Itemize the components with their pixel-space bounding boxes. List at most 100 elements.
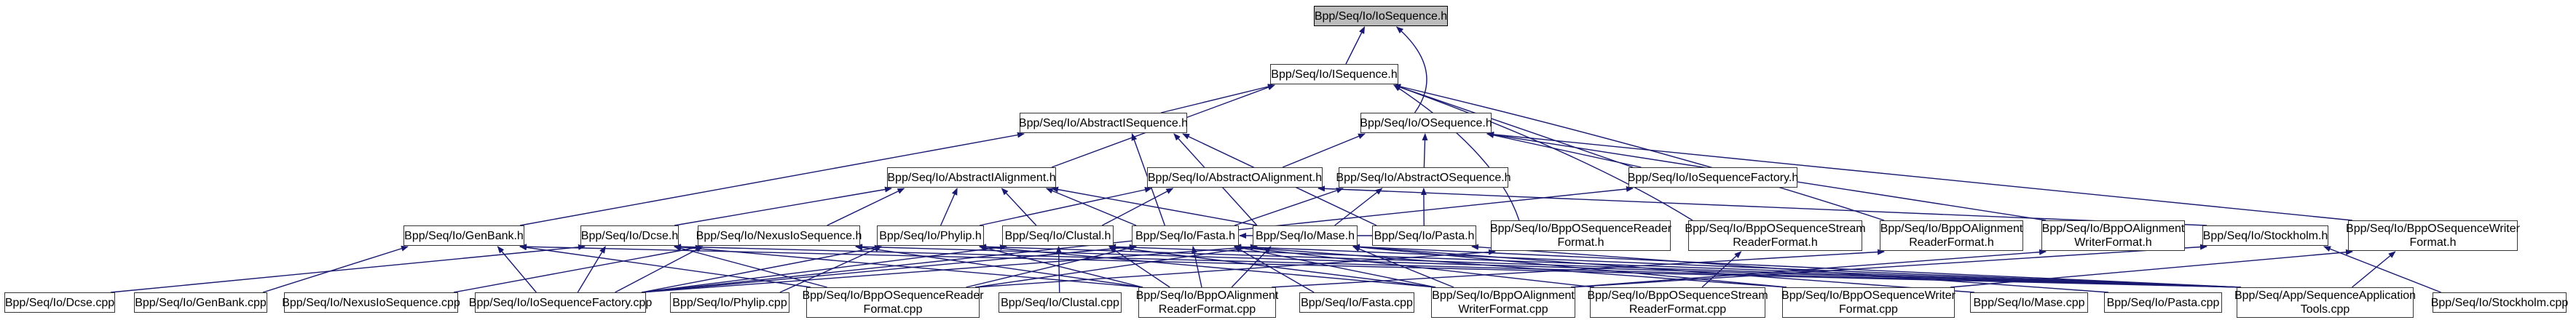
node-phylip-h[interactable]: Bpp/Seq/Io/Phylip.h: [877, 225, 984, 246]
node-seqapp-cpp[interactable]: Bpp/Seq/App/SequenceApplication Tools.cp…: [2234, 287, 2416, 318]
edge-nexus-cpp-to-nexus-h: [453, 244, 703, 293]
edge-seqapp-cpp-to-phylip-h: [979, 244, 2242, 288]
edge-bppo-align-writer-cpp-to-fasta-h: [1234, 244, 1436, 288]
edge-abstract-oseq-to-oseq: [1422, 133, 1428, 168]
node-bppo-seq-writer-h[interactable]: Bpp/Seq/Io/BppOSequenceWriter Format.h: [2346, 220, 2520, 251]
edge-bppo-align-writer-cpp-to-phylip-h: [979, 244, 1436, 288]
node-clustal-h[interactable]: Bpp/Seq/Io/Clustal.h: [1002, 225, 1114, 246]
node-abstract-oseq[interactable]: Bpp/Seq/Io/AbstractOSequence.h: [1336, 167, 1511, 188]
edge-bppo-align-reader-cpp-to-dcse-h: [674, 244, 1143, 288]
edge-clustal-cpp-to-clustal-h: [1055, 246, 1062, 293]
edge-bppo-seq-reader-cpp-to-genbank-h: [519, 244, 811, 288]
edge-seqapp-cpp-to-nexus-h: [855, 244, 2242, 288]
edge-abstract-iseq-to-iseq: [1161, 84, 1275, 113]
edge-factory-to-iseq: [1393, 84, 1634, 168]
node-stockholm-h[interactable]: Bpp/Seq/Io/Stockholm.h: [2202, 225, 2328, 246]
edge-nexus-h-to-abstract-ialign: [827, 188, 905, 226]
edge-fasta-h-to-abstract-oseq: [1234, 188, 1344, 226]
edge-seqapp-cpp-to-bppo-seq-writer-h: [2352, 251, 2396, 288]
edge-bppo-align-reader-cpp-to-fasta-h: [1191, 246, 1202, 288]
edge-bppo-align-reader-cpp-to-phylip-h: [979, 245, 1143, 288]
edge-bppo-align-reader-cpp-to-nexus-h: [855, 244, 1143, 288]
node-factory[interactable]: Bpp/Seq/Io/IoSequenceFactory.h: [1628, 167, 1798, 188]
node-mase-h[interactable]: Bpp/Seq/Io/Mase.h: [1253, 225, 1358, 246]
node-bppo-align-writer-cpp[interactable]: Bpp/Seq/Io/BppOAlignment WriterFormat.cp…: [1431, 287, 1575, 318]
edge-seqapp-cpp-to-dcse-h: [674, 244, 2242, 288]
edge-seqapp-cpp-to-fasta-h: [1234, 244, 2242, 288]
node-bppo-align-reader-h[interactable]: Bpp/Seq/Io/BppOAlignment ReaderFormat.h: [1880, 220, 2023, 251]
edge-factory-cpp-to-nexus-h: [615, 246, 704, 293]
edge-factory-cpp-to-dcse-h: [577, 246, 606, 293]
edge-bppo-seq-reader-cpp-to-fasta-h: [966, 245, 1137, 288]
node-dcse-h[interactable]: Bpp/Seq/Io/Dcse.h: [580, 225, 679, 246]
node-clustal-cpp[interactable]: Bpp/Seq/Io/Clustal.cpp: [999, 292, 1122, 313]
edge-mase-cpp-to-mase-h: [1352, 244, 1975, 293]
edge-bppo-seq-writer-cpp-to-mase-h: [1352, 244, 1787, 288]
node-genbank-cpp[interactable]: Bpp/Seq/Io/GenBank.cpp: [134, 292, 267, 313]
node-mase-cpp[interactable]: Bpp/Seq/Io/Mase.cpp: [1970, 292, 2088, 313]
node-fasta-h[interactable]: Bpp/Seq/Io/Fasta.h: [1132, 225, 1239, 246]
edge-oseq-to-ioseq: [1395, 26, 1427, 113]
edge-bppo-seq-reader-h-to-iseq: [1393, 84, 1520, 221]
node-abstract-ialign[interactable]: Bpp/Seq/Io/AbstractIAlignment.h: [887, 167, 1056, 188]
edge-bppo-seq-reader-cpp-to-dcse-h: [674, 245, 827, 288]
edge-bppo-align-reader-cpp-to-clustal-h: [1108, 246, 1170, 288]
node-bppo-seq-reader-cpp[interactable]: Bpp/Seq/Io/BppOSequenceReader Format.cpp: [802, 287, 984, 318]
edge-stockholm-cpp-to-stockholm-h: [2323, 246, 2441, 293]
edge-factory-cpp-to-clustal-h: [641, 244, 1007, 293]
edge-bppo-seq-writer-h-to-oseq: [1486, 131, 2353, 221]
edge-bppo-seq-reader-cpp-to-mase-h: [974, 244, 1258, 288]
edge-bppo-seq-stream-h-to-iseq: [1393, 84, 1693, 221]
edge-bppo-align-reader-h-to-iseq: [1393, 84, 1885, 221]
edge-seqapp-cpp-to-genbank-h: [519, 244, 2242, 288]
node-nexus-h[interactable]: Bpp/Seq/Io/NexusIoSequence.h: [696, 225, 862, 246]
edge-genbank-h-to-abstract-iseq: [519, 132, 1025, 226]
node-bppo-align-reader-cpp[interactable]: Bpp/Seq/Io/BppOAlignment ReaderFormat.cp…: [1136, 287, 1278, 318]
edge-factory-to-oseq: [1486, 132, 1642, 168]
edge-iseq-to-ioseq: [1345, 26, 1366, 65]
edge-fasta-cpp-to-fasta-h: [1234, 246, 1315, 293]
node-nexus-cpp[interactable]: Bpp/Seq/Io/NexusIoSequence.cpp: [282, 292, 460, 313]
node-factory-cpp[interactable]: Bpp/Seq/Io/IoSequenceFactory.cpp: [469, 292, 652, 313]
edge-bppo-align-writer-cpp-to-clustal-h: [1108, 244, 1436, 288]
node-bppo-align-writer-h[interactable]: Bpp/Seq/Io/BppOAlignment WriterFormat.h: [2041, 220, 2185, 251]
edge-bppo-align-reader-cpp-to-mase-h: [1231, 246, 1272, 288]
edge-factory-cpp-to-fasta-h: [641, 244, 1137, 293]
edge-genbank-cpp-to-genbank-h: [262, 245, 409, 293]
edge-bppo-align-writer-cpp-to-mase-h: [1352, 246, 1454, 288]
node-pasta-h[interactable]: Bpp/Seq/Io/Pasta.h: [1372, 225, 1476, 246]
edge-fasta-h-to-abstract-ialign: [1045, 188, 1137, 226]
edge-phylip-h-to-abstract-oalign: [979, 186, 1152, 226]
node-stockholm-cpp[interactable]: Bpp/Seq/Io/Stockholm.cpp: [2431, 292, 2568, 313]
node-abstract-oalign[interactable]: Bpp/Seq/Io/AbstractOAlignment.h: [1147, 167, 1323, 188]
edge-bppo-align-writer-cpp-to-stockholm-h: [1570, 244, 2207, 288]
edge-dcse-h-to-abstract-ialign: [674, 186, 892, 226]
node-phylip-cpp[interactable]: Bpp/Seq/Io/Phylip.cpp: [670, 292, 789, 313]
edge-seqapp-cpp-to-mase-h: [1352, 244, 2242, 288]
edge-seqapp-cpp-to-clustal-h: [1108, 244, 2242, 288]
edge-bppo-seq-writer-cpp-to-fasta-h: [1234, 244, 1787, 288]
node-iseq[interactable]: Bpp/Seq/Io/ISequence.h: [1270, 64, 1398, 84]
node-ioseq: Bpp/Seq/Io/IoSequence.h: [1314, 6, 1448, 26]
edge-mase-h-to-abstract-oseq: [1334, 188, 1383, 226]
node-pasta-cpp[interactable]: Bpp/Seq/Io/Pasta.cpp: [2104, 292, 2222, 313]
edge-factory-cpp-to-genbank-h: [497, 246, 537, 293]
node-bppo-seq-reader-h[interactable]: Bpp/Seq/Io/BppOSequenceReader Format.h: [1490, 220, 1671, 251]
node-dcse-cpp[interactable]: Bpp/Seq/Io/Dcse.cpp: [4, 292, 115, 313]
edge-dcse-cpp-to-dcse-h: [110, 244, 586, 293]
node-fasta-cpp[interactable]: Bpp/Seq/Io/Fasta.cpp: [1299, 292, 1414, 313]
edge-clustal-h-to-abstract-ialign: [1001, 188, 1037, 226]
edge-phylip-cpp-to-phylip-h: [779, 246, 882, 293]
edge-factory-cpp-to-mase-h: [641, 244, 1258, 293]
node-oseq[interactable]: Bpp/Seq/Io/OSequence.h: [1360, 113, 1492, 133]
node-genbank-h[interactable]: Bpp/Seq/Io/GenBank.h: [403, 225, 524, 246]
node-abstract-iseq[interactable]: Bpp/Seq/Io/AbstractISequence.h: [1019, 113, 1188, 133]
node-bppo-seq-stream-h[interactable]: Bpp/Seq/Io/BppOSequenceStream ReaderForm…: [1685, 220, 1866, 251]
edge-abstract-oalign-to-oseq: [1282, 133, 1366, 168]
edge-clustal-h-to-abstract-oalign: [1101, 188, 1174, 226]
edge-mase-h-to-abstract-ialign: [1051, 186, 1258, 226]
node-bppo-seq-stream-cpp[interactable]: Bpp/Seq/Io/BppOSequenceStream ReaderForm…: [1587, 287, 1768, 318]
node-bppo-seq-writer-cpp[interactable]: Bpp/Seq/Io/BppOSequenceWriter Format.cpp: [1781, 287, 1955, 318]
